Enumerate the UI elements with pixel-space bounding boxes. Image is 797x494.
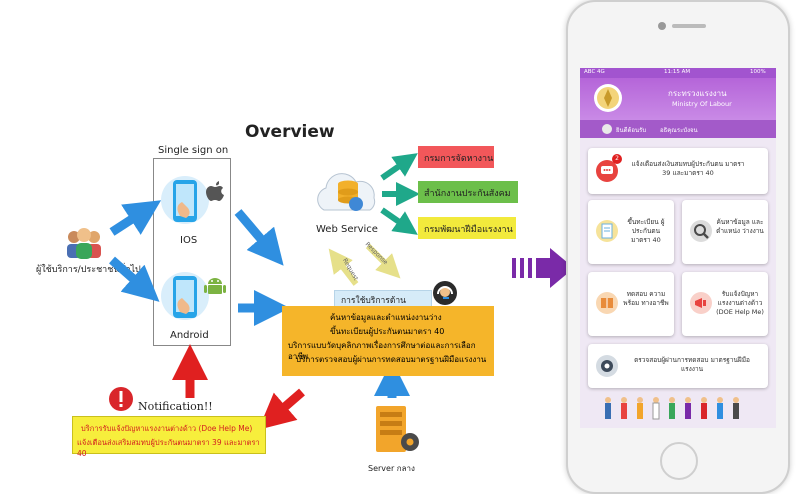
- agency-label: กรมการจัดหางาน: [424, 154, 494, 164]
- arrow-response: [365, 243, 401, 279]
- megaphone-icon: [690, 292, 712, 314]
- tile-job-search[interactable]: ค้นหาข้อมูล และตำแหน่ง ว่างงาน: [682, 200, 768, 264]
- agency-label: สำนักงานประกันสังคม: [424, 189, 511, 199]
- notification-line: บริการรับแจ้งปัญหาแรงงานต่างด้าว (Doe He…: [81, 424, 253, 433]
- document-icon: [596, 220, 618, 242]
- phone-frame: ABC 4G 11:15 AM 100% กระทรวงแรงงาน Minis…: [566, 0, 790, 494]
- alert-icon: [108, 386, 134, 412]
- org-title: กระทรวงแรงงาน: [668, 89, 727, 98]
- service-item: บริการแบบวัดบุคลิกภาพเรื่องการศึกษาต่อแล…: [288, 341, 476, 361]
- arrow-ws-to-agency3: [380, 207, 418, 235]
- user-avatar-icon: [602, 124, 612, 134]
- notification-box: บริการรับแจ้งปัญหาแรงงานต่างด้าว (Doe He…: [72, 416, 266, 458]
- agency-label: กรมพัฒนาฝีมือแรงงาน: [424, 225, 513, 235]
- home-button[interactable]: [660, 442, 698, 480]
- org-subtitle: Ministry Of Labour: [672, 100, 732, 108]
- status-time: 11:15 AM: [664, 69, 691, 75]
- users-group-icon: [64, 225, 104, 261]
- phone-screen: ABC 4G 11:15 AM 100% กระทรวงแรงงาน Minis…: [580, 68, 776, 428]
- tile-career-test[interactable]: ทดสอบ ความพร้อม ทางอาชีพ: [588, 272, 674, 336]
- arrow-ws-to-agency1: [380, 153, 418, 181]
- agency-box-2: สำนักงานประกันสังคม: [418, 181, 518, 203]
- flow-arrows: [109, 153, 420, 430]
- tile-doe-help-me[interactable]: รับแจ้งปัญหา แรงงานต่างด้าว (DOE Help Me…: [682, 272, 768, 336]
- tile-label: ขึ้นทะเบียน ผู้ประกันตน มาตรา 40: [627, 218, 665, 244]
- service-item: ขึ้นทะเบียนผู้ประกันตนมาตรา 40: [330, 327, 445, 336]
- server-icon: [366, 404, 422, 456]
- tile-register-insured[interactable]: ขึ้นทะเบียน ผู้ประกันตน มาตรา 40: [588, 200, 674, 264]
- sso-title: Single sign on: [158, 145, 229, 156]
- overview-diagram: Overview ผู้ใช้บริการ/ประชาชนทั่วไป Sing…: [36, 122, 574, 473]
- notification-badge: 2: [612, 154, 622, 164]
- arrow-services-to-notif: [258, 388, 305, 430]
- arrow-request: [328, 248, 359, 286]
- service-item: ค้นหาข้อมูลและตำแหน่งงานว่าง: [330, 313, 442, 322]
- service-item: บริการตรวจสอบผู้ผ่านการทดสอบมาตรฐานฝีมือ…: [296, 355, 487, 364]
- users-label: ผู้ใช้บริการ/ประชาชนทั่วไป: [36, 265, 141, 275]
- tile-label: ตรวจสอบผู้ผ่านการทดสอบ มาตรฐานฝีมือแรงงา…: [634, 356, 750, 373]
- tile-label: แจ้งเตือนส่งเงินสมทบผู้ประกันตน มาตรา 39…: [631, 160, 745, 177]
- tile-skill-standard-check[interactable]: ตรวจสอบผู้ผ่านการทดสอบ มาตรฐานฝีมือแรงงา…: [588, 344, 768, 388]
- chat-bubble-icon: [596, 160, 618, 182]
- ios-phone-icon: [160, 172, 210, 232]
- services-box: ค้นหาข้อมูลและตำแหน่งงานว่าง ขึ้นทะเบียน…: [282, 306, 494, 376]
- tile-label: ทดสอบ ความพร้อม ทางอาชีพ: [623, 290, 669, 307]
- arrow-users-to-ios: [109, 200, 162, 236]
- agency-box-1: กรมการจัดหางาน: [418, 146, 494, 168]
- transition-arrow-icon: [512, 248, 574, 288]
- search-icon: [690, 220, 712, 242]
- phone-speaker: [672, 24, 706, 28]
- tile-label: ค้นหาข้อมูล และตำแหน่ง ว่างงาน: [716, 218, 764, 235]
- arrow-users-to-android: [109, 256, 160, 302]
- workers-illustration: [605, 397, 739, 420]
- greeting-label: ยินดีต้อนรับ: [616, 127, 647, 134]
- server-label: Server กลาง: [368, 464, 415, 473]
- agency-box-3: กรมพัฒนาฝีมือแรงงาน: [418, 217, 516, 239]
- notification-line: แจ้งเตือนส่งเสริมสมทบผู้ประกันตนมาตรา 39…: [77, 438, 260, 458]
- overview-title: Overview: [245, 122, 335, 142]
- tile-payment-notification[interactable]: 2 แจ้งเตือนส่งเงินสมทบผู้ประกันตน มาตรา …: [588, 148, 768, 194]
- book-icon: [596, 292, 618, 314]
- badge-icon: [596, 355, 618, 377]
- arrow-ios-to-webservice: [234, 209, 284, 266]
- user-name: อธิคุณระบังจน: [660, 127, 698, 134]
- status-bar: ABC 4G 11:15 AM 100%: [580, 68, 776, 78]
- ios-label: IOS: [180, 235, 198, 246]
- web-service-label: Web Service: [316, 224, 378, 235]
- app-header: กระทรวงแรงงาน Ministry Of Labour: [580, 78, 776, 120]
- status-battery: 100%: [750, 69, 766, 75]
- android-label: Android: [170, 330, 209, 341]
- tile-label: รับแจ้งปัญหา แรงงานต่างด้าว (DOE Help Me…: [716, 290, 764, 316]
- ministry-logo: [594, 84, 622, 112]
- status-carrier: ABC 4G: [584, 69, 605, 75]
- cloud-database-icon: [310, 166, 382, 220]
- notification-label: Notification!!: [138, 400, 213, 413]
- android-phone-icon: [160, 266, 210, 326]
- android-icon: [204, 274, 226, 298]
- headset-icon: [432, 280, 458, 306]
- apple-icon: [205, 180, 225, 202]
- user-bar[interactable]: ยินดีต้อนรับ อธิคุณระบังจน: [580, 120, 776, 138]
- phone-camera: [658, 22, 666, 30]
